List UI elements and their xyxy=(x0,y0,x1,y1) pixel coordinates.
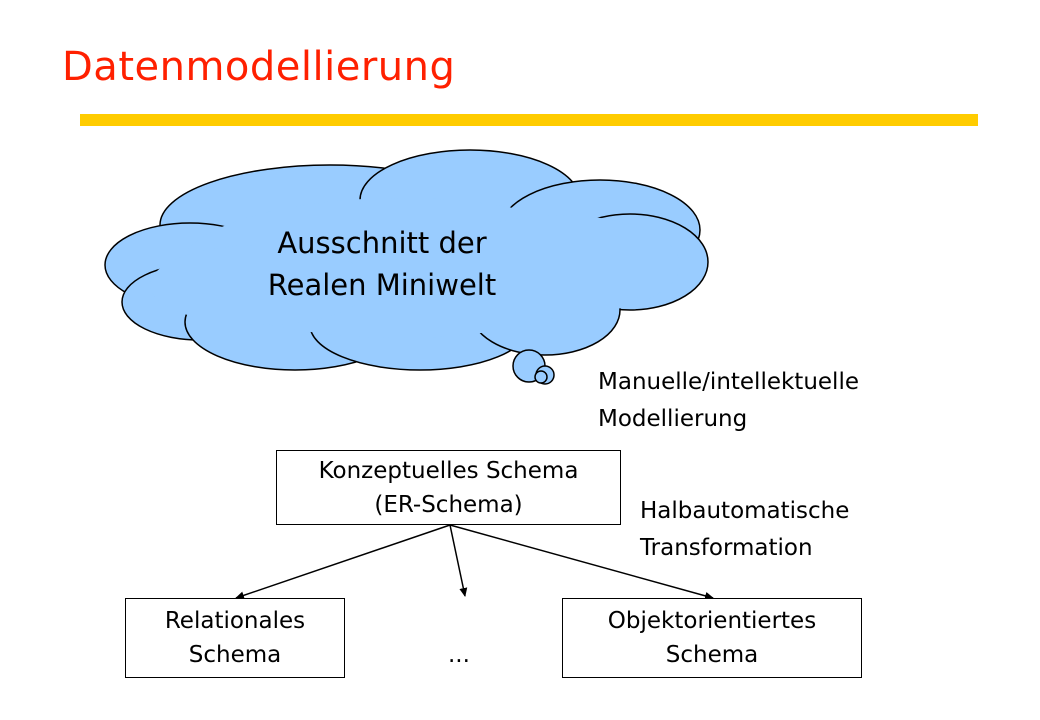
object-oriented-schema-box: Objektorientiertes Schema xyxy=(562,598,862,678)
cloud-label-line2: Realen Miniwelt xyxy=(267,268,497,302)
semi-automatic-line2: Transformation xyxy=(640,535,813,561)
arrow-to-relational xyxy=(235,524,451,600)
relational-schema-line2: Schema xyxy=(188,642,282,668)
conceptual-schema-box: Konzeptuelles Schema (ER-Schema) xyxy=(276,450,621,525)
cloud-label-line1: Ausschnitt der xyxy=(277,226,487,260)
object-oriented-schema-line2: Schema xyxy=(665,642,759,668)
arrow-to-object xyxy=(449,524,714,600)
semi-automatic-label: Halbautomatische Transformation xyxy=(640,493,849,567)
manual-modeling-line1: Manuelle/intellektuelle xyxy=(598,369,859,395)
thought-cloud xyxy=(104,149,709,371)
semi-automatic-line1: Halbautomatische xyxy=(640,498,850,524)
manual-modeling-line2: Modellierung xyxy=(598,406,748,432)
relational-schema-box: Relationales Schema xyxy=(125,598,345,678)
object-oriented-schema-line1: Objektorientiertes xyxy=(607,608,817,634)
conceptual-schema-line1: Konzeptuelles Schema xyxy=(318,457,579,484)
cloud-label: Ausschnitt der Realen Miniwelt xyxy=(232,222,532,306)
arrow-to-other xyxy=(449,524,468,597)
slide-title: Datenmodellierung xyxy=(62,44,456,90)
relational-schema-line1: Relationales xyxy=(164,608,306,634)
other-schemas-ellipsis: ... xyxy=(448,642,470,668)
conceptual-schema-line2: (ER-Schema) xyxy=(374,491,523,518)
title-underline xyxy=(80,114,978,126)
manual-modeling-label: Manuelle/intellektuelle Modellierung xyxy=(598,364,859,438)
thought-bubbles xyxy=(512,349,555,385)
